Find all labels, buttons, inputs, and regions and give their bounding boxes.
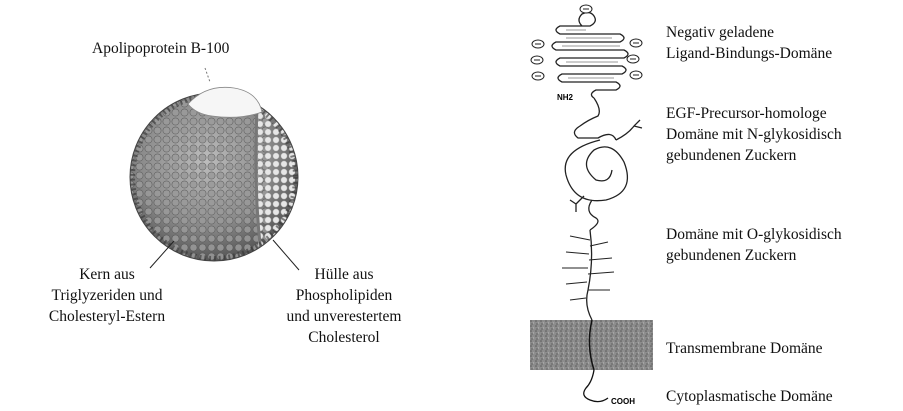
domain-label-line: EGF-Precursor-homologe [666,103,842,124]
domain-label-line: Cytoplasmatische Domäne [666,386,833,407]
domain-label-line: gebundenen Zuckern [666,245,842,266]
domain-label-line: Domäne mit O-glykosidisch [666,224,842,245]
core-label-line-1: Kern aus [16,264,198,285]
shell-label-line-2: Phospholipiden [262,285,426,306]
domain-transmembrane-label: Transmembrane Domäne [666,338,823,359]
domain-cytoplasmic-label: Cytoplasmatische Domäne [666,386,833,407]
shell-label-line-4: Cholesterol [262,327,426,348]
shell-label: Hülle aus Phospholipiden und unverestert… [262,264,426,348]
shell-label-line-1: Hülle aus [262,264,426,285]
core-label-line-2: Triglyzeriden und [16,285,198,306]
domain-label-line: Ligand-Bindungs-Domäne [666,43,832,64]
domain-label-line: gebundenen Zuckern [666,145,842,166]
cytoplasmic-tail [584,370,608,402]
cooh-label: COOH [611,397,635,406]
core-label: Kern aus Triglyzeriden und Cholesteryl-E… [16,264,198,327]
o-glycosidic-domain [562,230,614,320]
domain-ligand-binding-label: Negativ geladene Ligand-Bindungs-Domäne [666,22,832,64]
domain-label-line: Negativ geladene [666,22,832,43]
domain-o-glycosidic-label: Domäne mit O-glykosidisch gebundenen Zuc… [666,224,842,266]
nh2-label: NH2 [557,93,574,102]
core-label-line-3: Cholesteryl-Estern [16,306,198,327]
apolipoprotein-cap [188,87,262,117]
ldl-shell-texture [258,93,308,263]
apolipoprotein-label: Apolipoprotein B-100 [92,38,229,59]
domain-label-line: Transmembrane Domäne [666,338,823,359]
shell-label-line-3: und unverestertem [262,306,426,327]
egf-precursor-domain [565,98,642,230]
domain-egf-precursor-label: EGF-Precursor-homologe Domäne mit N-glyk… [666,103,842,166]
domain-label-line: Domäne mit N-glykosidisch [666,124,842,145]
ldl-core-texture [130,93,270,263]
ligand-binding-domain [552,12,628,98]
